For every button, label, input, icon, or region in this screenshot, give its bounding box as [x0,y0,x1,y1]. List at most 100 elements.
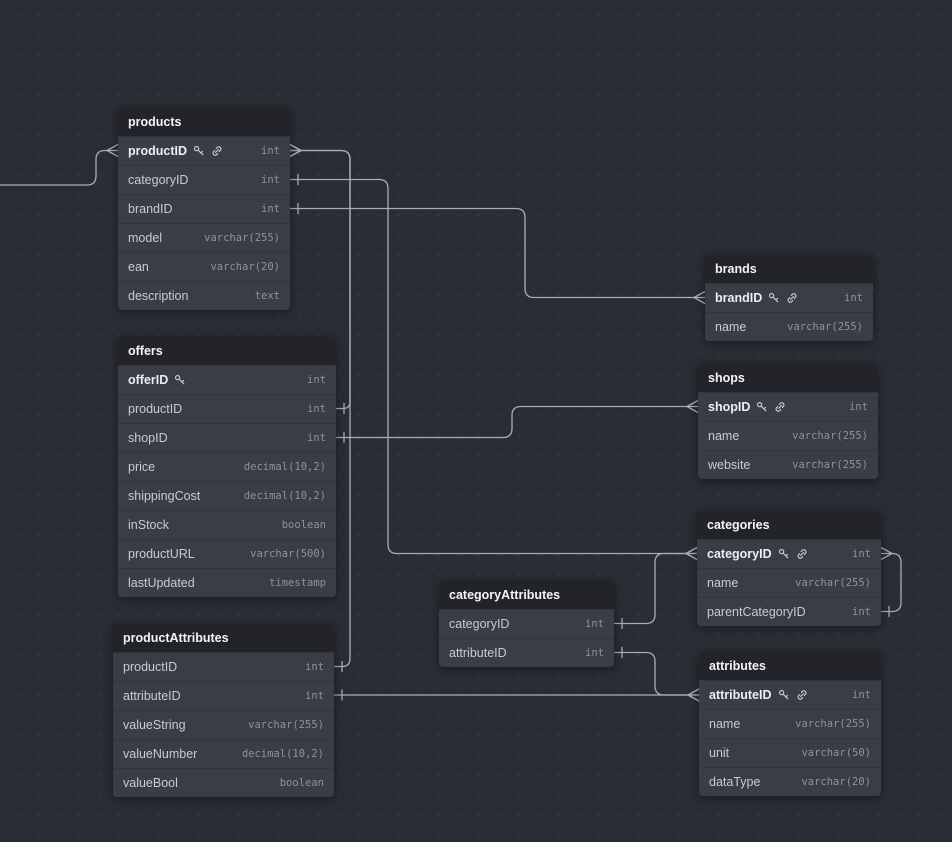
table-header-shops[interactable]: shops [698,364,878,392]
field-name: name [708,429,740,443]
field-name: valueString [123,718,186,732]
field-row-productAttributes-valueString[interactable]: valueString varchar(255) [113,710,334,739]
relationship-products-brandID-to-brands[interactable] [289,202,706,305]
field-row-shops-name[interactable]: name varchar(255) [698,421,878,450]
field-type: boolean [281,519,326,531]
relationship-categories-parentCategoryID-self-reference[interactable] [880,546,902,618]
cardinality-marker [687,688,700,696]
field-type: varchar(255) [204,232,280,244]
relationship-offers-shopID-to-shops[interactable] [335,399,699,444]
table-title: products [128,115,182,129]
cardinality-marker [685,552,698,561]
table-header-products[interactable]: products [118,108,290,136]
relationship-line [613,651,700,696]
field-type: decimal(10,2) [241,748,324,760]
field-row-products-model[interactable]: model varchar(255) [118,223,290,252]
cardinality-marker [880,546,893,555]
cardinality-marker [685,552,698,561]
key-icon [193,145,205,157]
field-type: decimal(10,2) [243,461,326,473]
table-header-categoryAttributes[interactable]: categoryAttributes [439,581,614,609]
key-icon [778,548,790,560]
relationship-line [0,149,119,186]
field-name: categoryID [707,547,772,561]
relationship-products-categoryID-to-categories[interactable] [289,173,698,561]
field-name: model [128,231,163,245]
table-title: attributes [709,659,766,673]
cardinality-marker [685,546,698,555]
field-name: name [715,320,747,334]
table-title: categories [707,518,770,532]
field-type: varchar(20) [801,776,871,788]
field-name: valueBool [123,776,178,790]
field-type: varchar(255) [792,430,868,442]
key-icon [778,689,790,701]
link-icon [211,145,223,157]
relationship-categoryAttributes-categoryID-to-categories[interactable] [613,546,698,630]
field-type: varchar(255) [248,719,324,731]
field-type: varchar(255) [795,577,871,589]
field-type: text [254,290,280,302]
table-title: offers [128,344,163,358]
table-header-categories[interactable]: categories [697,511,881,539]
field-name: shopID [708,400,751,414]
relationship-external-to-products-productID[interactable] [0,143,119,186]
link-icon [774,401,786,413]
field-type: varchar(255) [795,718,871,730]
cardinality-marker [686,405,699,414]
field-type: int [585,647,604,659]
field-name: unit [709,746,730,760]
relationship-categoryAttributes-attributeID-to-attributes[interactable] [613,646,700,702]
relationship-productAttributes-attributeID-to-attributes[interactable] [333,688,700,702]
table-header-brands[interactable]: brands [705,255,873,283]
cardinality-marker [686,399,699,408]
table-header-offers[interactable]: offers [118,337,336,365]
cardinality-marker [289,149,302,158]
table-header-productAttributes[interactable]: productAttributes [113,624,334,652]
table-header-attributes[interactable]: attributes [699,652,881,680]
cardinality-marker [685,546,698,555]
cardinality-marker [106,143,119,152]
field-type: int [261,145,280,157]
